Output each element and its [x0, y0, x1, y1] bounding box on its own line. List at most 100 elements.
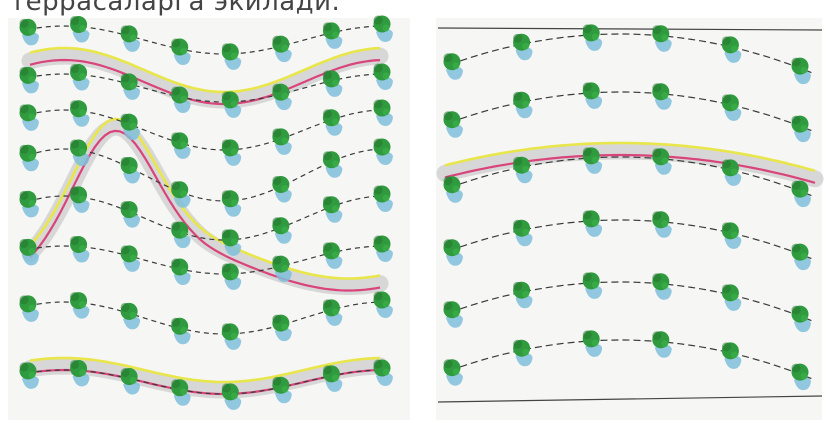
tree-icon	[221, 383, 242, 410]
tree-icon	[582, 24, 603, 51]
tree-icon	[221, 263, 242, 290]
tree-icon	[322, 196, 343, 223]
tree-row	[443, 330, 813, 391]
tree-icon	[272, 175, 292, 203]
row-guide-line	[27, 195, 383, 241]
tree-icon	[322, 299, 343, 326]
tree-icon	[791, 243, 811, 271]
tree-icon	[652, 148, 672, 175]
tree-icon	[791, 115, 811, 143]
tree-icon	[120, 201, 141, 228]
tree-icon	[120, 156, 141, 184]
tree-icon	[373, 63, 393, 91]
tree-icon	[70, 64, 90, 91]
tree-icon	[70, 292, 90, 319]
tree-icon	[513, 219, 533, 247]
tree-icon	[373, 291, 393, 319]
tree-icon	[272, 255, 292, 283]
tree-row	[19, 63, 393, 118]
tree-icon	[221, 91, 242, 118]
tree-icon	[373, 15, 393, 43]
tree-icon	[791, 363, 811, 391]
tree-row	[19, 359, 393, 410]
tree-icon	[373, 138, 393, 166]
right-panel-background	[436, 18, 822, 420]
tree-row	[443, 147, 813, 208]
tree-row	[443, 210, 813, 271]
row-guide-line	[27, 369, 383, 395]
tree-icon	[171, 379, 191, 406]
tree-icon	[272, 128, 292, 155]
tree-row	[19, 185, 393, 256]
tree-icon	[322, 70, 343, 97]
tree-icon	[171, 86, 191, 113]
tree-icon	[221, 139, 242, 166]
tree-icon	[70, 139, 90, 167]
tree-icon	[120, 302, 141, 330]
tree-icon	[513, 339, 533, 367]
tree-icon	[221, 43, 242, 70]
tree-icon	[19, 190, 39, 218]
tree-icon	[322, 22, 343, 49]
tree-icon	[322, 109, 343, 136]
tree-icon	[443, 111, 463, 138]
tree-icon	[582, 210, 603, 237]
tree-icon	[791, 57, 811, 85]
tree-icon	[443, 53, 463, 80]
tree-icon	[70, 186, 90, 213]
terrace-band	[436, 141, 824, 188]
row-guide-line	[27, 301, 383, 335]
right-panel-arched-contour-planting	[436, 24, 824, 403]
bottom-boundary-line	[437, 395, 823, 403]
terrace-band	[21, 46, 389, 109]
top-boundary-line	[437, 27, 823, 31]
tree-icon	[19, 295, 39, 322]
tree-icon	[272, 376, 292, 404]
tree-icon	[721, 36, 742, 63]
tree-icon	[513, 91, 533, 119]
tree-icon	[443, 301, 463, 328]
tree-icon	[721, 222, 742, 249]
tree-icon	[513, 156, 533, 184]
tree-icon	[19, 18, 39, 46]
tree-icon	[19, 104, 39, 131]
tree-icon	[582, 82, 603, 109]
tree-icon	[272, 83, 292, 111]
tree-icon	[721, 342, 742, 369]
tree-icon	[171, 181, 191, 208]
tree-icon	[171, 258, 191, 285]
tree-icon	[373, 235, 393, 263]
tree-icon	[652, 273, 672, 300]
tree-icon	[721, 284, 742, 311]
tree-icon	[272, 35, 292, 63]
tree-icon	[70, 236, 90, 263]
tree-icon	[221, 323, 242, 350]
tree-icon	[721, 159, 742, 186]
tree-icon	[120, 245, 141, 272]
tree-icon	[120, 113, 141, 141]
tree-icon	[582, 330, 603, 357]
row-guide-line	[27, 109, 383, 151]
tree-icon	[322, 242, 343, 269]
tree-icon	[443, 176, 463, 203]
tree-row	[443, 82, 813, 143]
tree-icon	[171, 221, 191, 249]
tree-icon	[19, 144, 39, 172]
tree-icon	[120, 368, 141, 395]
tree-icon	[272, 314, 292, 342]
tree-icon	[652, 25, 672, 52]
tree-row	[19, 138, 393, 217]
tree-icon	[171, 317, 191, 345]
tree-icon	[171, 132, 191, 159]
tree-icon	[652, 211, 672, 238]
tree-icon	[19, 238, 39, 266]
tree-row	[443, 272, 813, 333]
tree-icon	[373, 359, 393, 387]
tree-icon	[70, 359, 90, 387]
tree-icon	[70, 100, 90, 127]
tree-icon	[272, 217, 292, 244]
tree-row	[19, 15, 393, 70]
tree-row	[19, 291, 393, 350]
tree-icon	[221, 229, 242, 256]
